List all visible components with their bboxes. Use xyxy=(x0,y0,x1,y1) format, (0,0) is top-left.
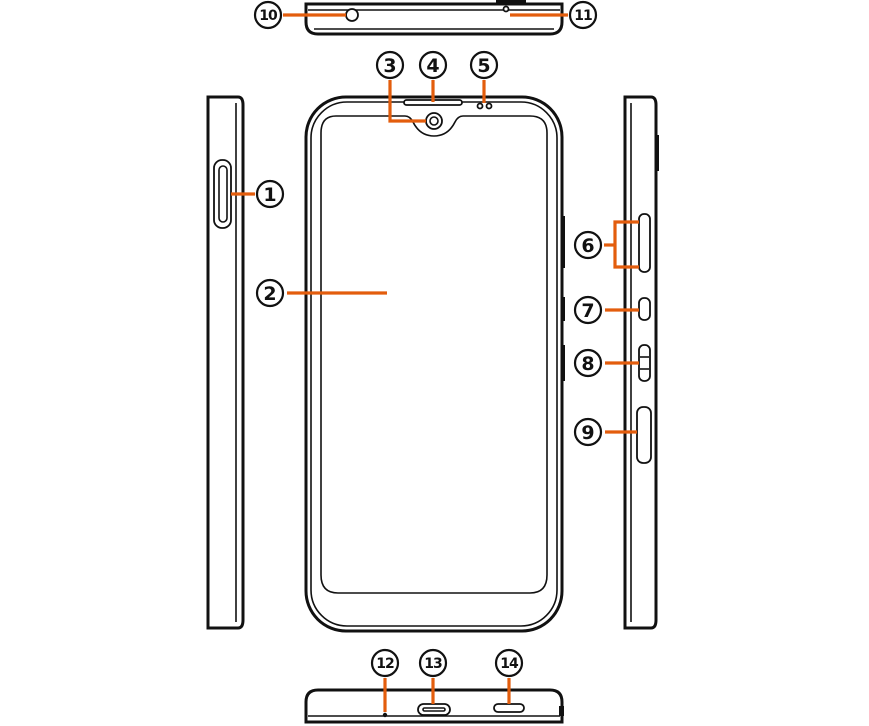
callout-2: 2 xyxy=(255,278,285,308)
card-slot-icon xyxy=(636,406,652,464)
callout-label: 10 xyxy=(259,8,278,24)
power-key-icon xyxy=(638,297,651,321)
callout-label: 12 xyxy=(376,656,394,672)
leader-lines xyxy=(231,13,639,712)
front-view xyxy=(304,95,565,633)
front-camera-icon xyxy=(425,112,443,130)
callout-6: 6 xyxy=(573,230,603,260)
top-edge-view xyxy=(304,0,564,36)
callout-label: 6 xyxy=(581,235,594,257)
callout-13: 13 xyxy=(418,648,448,678)
callout-label: 5 xyxy=(477,55,490,77)
callout-10: 10 xyxy=(253,0,283,30)
left-side-view xyxy=(206,95,245,630)
callout-7: 7 xyxy=(573,295,603,325)
sensor-icon xyxy=(476,102,484,110)
bottom-edge-view xyxy=(304,688,564,724)
callout-1: 1 xyxy=(255,179,285,209)
top-mic-hole-icon xyxy=(502,5,510,13)
callout-11: 11 xyxy=(568,0,598,30)
callout-3: 3 xyxy=(375,50,405,80)
callout-14: 14 xyxy=(494,648,524,678)
speaker-grille-icon xyxy=(493,703,525,713)
callout-label: 13 xyxy=(424,656,442,672)
callout-label: 9 xyxy=(581,422,594,444)
callout-label: 11 xyxy=(574,8,592,24)
callout-label: 14 xyxy=(500,656,519,672)
callout-8: 8 xyxy=(573,348,603,378)
display-outline xyxy=(320,115,548,594)
headset-jack-icon xyxy=(345,8,359,22)
volume-key-icon xyxy=(638,213,651,273)
callout-label: 4 xyxy=(426,55,439,77)
callout-label: 2 xyxy=(263,283,276,305)
callout-12: 12 xyxy=(370,648,400,678)
callout-label: 8 xyxy=(581,353,594,375)
assist-key-icon xyxy=(638,344,651,382)
callout-4: 4 xyxy=(418,50,448,80)
callout-label: 1 xyxy=(263,184,276,206)
callout-9: 9 xyxy=(573,417,603,447)
bottom-mic-hole-icon xyxy=(382,712,388,718)
callout-label: 7 xyxy=(581,300,594,322)
callout-5: 5 xyxy=(469,50,499,80)
callout-label: 3 xyxy=(383,55,396,77)
